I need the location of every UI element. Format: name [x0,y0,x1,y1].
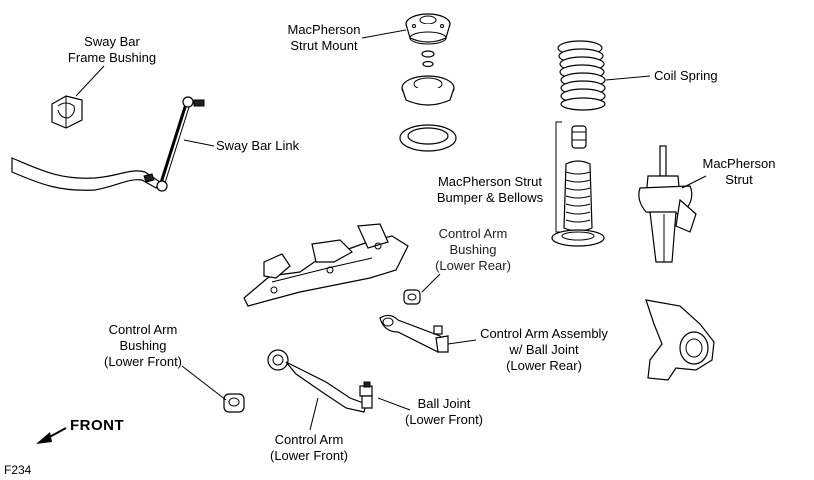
front-label: FRONT [70,417,125,434]
control-arm-front-leader [309,397,319,431]
label-line: Bushing [449,242,497,257]
figure-id: F234 [4,463,32,477]
bumper-bellows-part [551,125,605,247]
sway-bar-bushing-leader [75,65,105,97]
label-line: Control Arm [274,432,344,447]
ball-joint-lower-front-part [359,381,373,409]
bumper-bellows-bracket [555,121,562,233]
label-line: Bumper & Bellows [436,190,544,205]
macpherson-strut-leader [681,175,707,189]
macpherson-strut-part [638,145,697,263]
ball-joint-leader [377,397,411,411]
ca-bushing-front-leader [181,365,227,401]
label-bumper-bellows: MacPherson Strut Bumper & Bellows [430,174,550,206]
label-line: Strut Mount [290,38,358,53]
label-control-arm-lower-front: Control Arm (Lower Front) [264,432,354,464]
label-ca-assembly: Control Arm Assembly w/ Ball Joint (Lowe… [474,326,614,374]
strut-mount-leader [361,29,407,39]
control-arm-lower-front-part [267,349,367,413]
label-line: MacPherson [702,156,776,171]
ca-bushing-lower-rear-part [403,289,421,305]
strut-mount-part [399,13,457,152]
label-line: Control Arm [438,226,508,241]
label-line: (Lower Rear) [435,258,511,273]
ca-bushing-lower-front-part [223,393,245,413]
label-sway-bar-frame-bushing: Sway Bar Frame Bushing [62,34,162,66]
label-line: Control Arm Assembly [480,326,608,341]
label-line: MacPherson [287,22,361,37]
label-line: Control Arm [108,322,178,337]
label-strut-mount: MacPherson Strut Mount [276,22,372,54]
label-line: Sway Bar [84,34,140,49]
label-strut: MacPherson Strut [696,156,782,188]
label-line: Frame Bushing [67,50,157,65]
label-sway-bar-link: Sway Bar Link [216,138,300,153]
coil-spring-leader [605,75,651,81]
label-ca-bushing-lower-front: Control Arm Bushing (Lower Front) [96,322,190,370]
ca-bushing-rear-leader [421,273,441,293]
sway-bar-link-part [143,96,205,192]
label-ball-joint: Ball Joint (Lower Front) [398,396,490,428]
label-line: (Lower Front) [269,448,349,463]
label-line: (Lower Front) [103,354,183,369]
label-line: Bushing [119,338,167,353]
ca-assembly-lower-rear-part [379,314,449,353]
label-line: Ball Joint [417,396,471,411]
sway-bar-part [11,157,161,191]
label-line: (Lower Front) [404,412,484,427]
label-line: MacPherson Strut [437,174,543,189]
label-line: (Lower Rear) [506,358,582,373]
label-line: w/ Ball Joint [509,342,579,357]
label-line: Strut [725,172,753,187]
label-coil-spring: Coil Spring [654,68,718,83]
ca-assembly-leader [447,339,477,345]
subframe-part [243,223,409,307]
sway-bar-link-leader [183,139,215,147]
label-ca-bushing-lower-rear: Control Arm Bushing (Lower Rear) [426,226,520,274]
front-arrow-icon [36,427,67,444]
sway-bar-frame-bushing-part [51,95,83,129]
knuckle-part [645,299,715,381]
coil-spring-part [557,40,606,111]
